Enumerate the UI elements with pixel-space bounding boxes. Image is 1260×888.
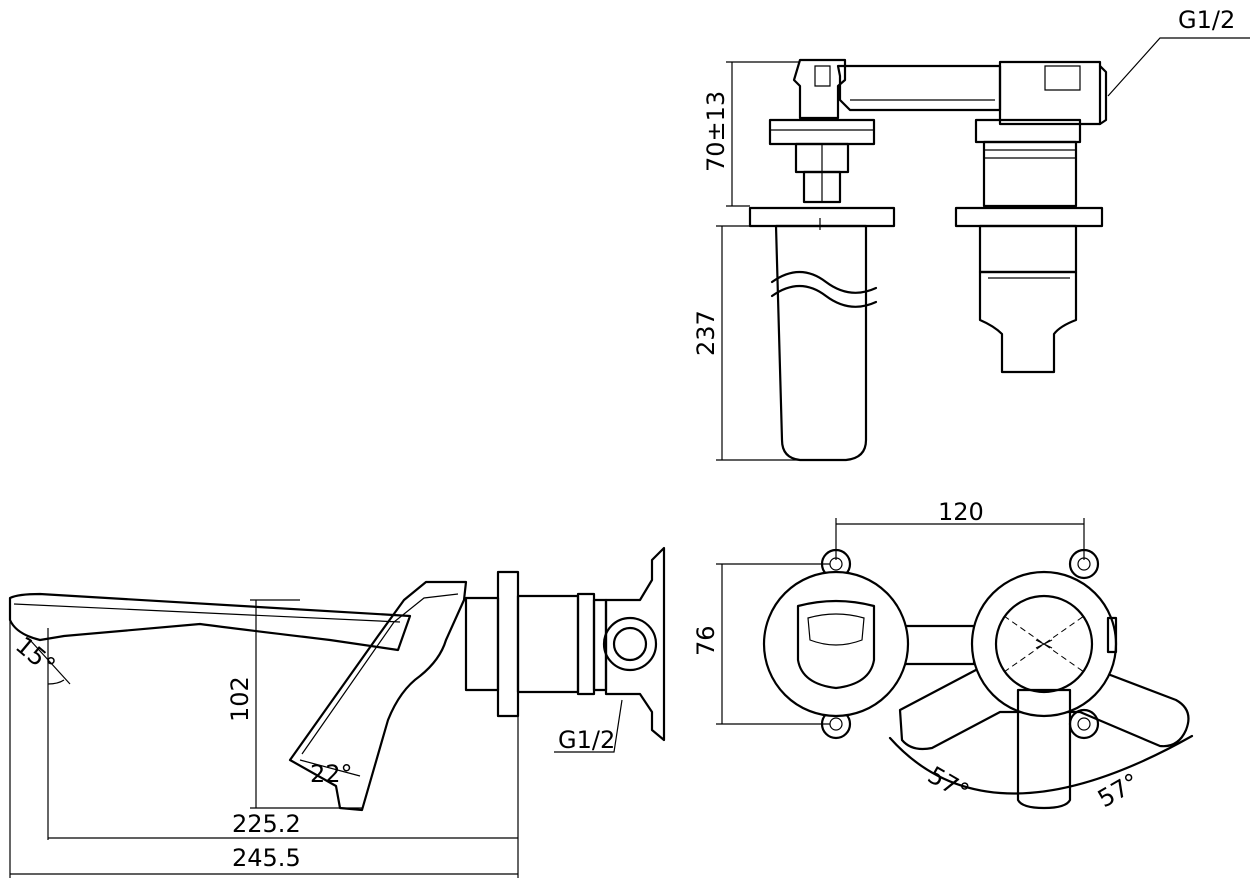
front-connector: [902, 624, 976, 666]
spout-outlet-front: [796, 599, 876, 690]
right-valve-body: [998, 60, 1102, 126]
dim-237-label: 237: [692, 310, 720, 356]
handle-lever: [288, 580, 468, 812]
height-102-label: 102: [226, 676, 254, 722]
outlet-circle-outer: [602, 616, 658, 672]
top-view: 70±13 237 G1/2: [692, 6, 1250, 462]
right-flange: [954, 206, 1104, 228]
spout-top-view: [774, 224, 868, 462]
handle-angle-label: 22°: [310, 760, 353, 788]
g12-label-top: G1/2: [1178, 6, 1235, 34]
length-245-label: 245.5: [232, 844, 301, 872]
side-view: 15° 22° 102 225.2 245.5 G1/2: [8, 546, 666, 878]
handle-top-view: [978, 270, 1078, 374]
rotation-left-label: 57°: [923, 761, 974, 807]
length-225-label: 225.2: [232, 810, 301, 838]
handle-collar: [978, 224, 1078, 274]
wall-flange-side: [496, 570, 520, 718]
outlet-circle-inner: [612, 626, 648, 662]
handle-front: [1016, 688, 1072, 810]
handle-swing: [898, 650, 1190, 751]
spout-side-view: [8, 592, 412, 652]
rotation-arc: [888, 734, 1194, 795]
front-view: 120 76 57° 57°: [692, 498, 1194, 814]
left-valve-body: [792, 58, 847, 120]
width-120-label: 120: [938, 498, 984, 526]
cartridge-cap: [994, 594, 1094, 694]
top-connector-pipe: [836, 64, 1002, 112]
left-nut: [768, 118, 876, 146]
dim-70-label: 70±13: [702, 91, 730, 172]
valve-housing: [604, 546, 666, 742]
spout-rosette: [762, 570, 910, 718]
height-76-label: 76: [692, 625, 720, 656]
rotation-right-label: 57°: [1093, 768, 1144, 814]
left-flange: [748, 206, 896, 228]
g12-label-side: G1/2: [558, 726, 615, 754]
